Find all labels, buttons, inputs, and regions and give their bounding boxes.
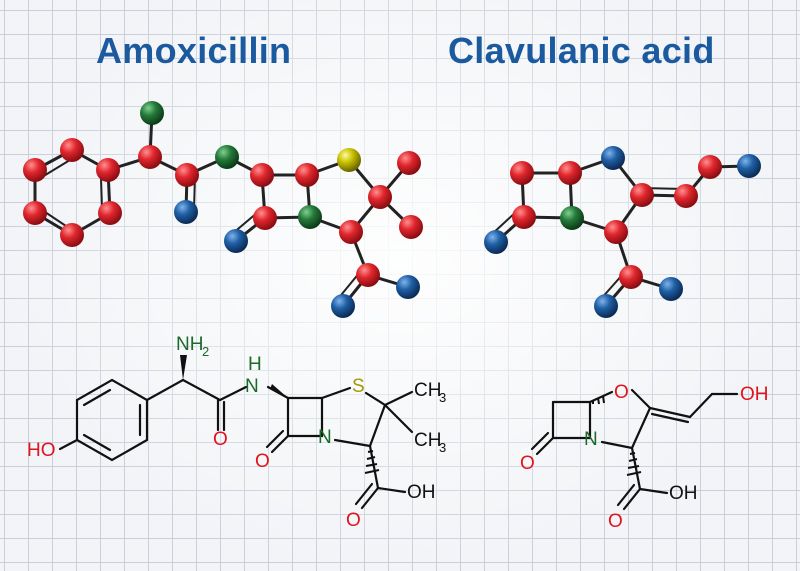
atom-nitrogen bbox=[560, 206, 584, 230]
amoxicillin-atoms bbox=[23, 101, 423, 318]
label-lactam-o: O bbox=[255, 451, 270, 472]
atom-carbon bbox=[23, 158, 47, 182]
label-amide-o: O bbox=[213, 429, 228, 450]
atom-carbon bbox=[674, 184, 698, 208]
atom-carbon bbox=[558, 161, 582, 185]
wedge-bond bbox=[180, 355, 187, 380]
atom-carbon bbox=[368, 185, 392, 209]
label-ring-o: O bbox=[614, 382, 629, 403]
label-nh2-subscript: 2 bbox=[202, 344, 209, 359]
atom-carbon bbox=[23, 201, 47, 225]
label-hydroxyl: OH bbox=[740, 384, 769, 405]
atom-oxygen bbox=[224, 229, 248, 253]
atom-carbon bbox=[356, 263, 380, 287]
label-acid-oh: OH bbox=[407, 482, 436, 503]
atom-carbon bbox=[295, 163, 319, 187]
label-ch3-top-subscript: 3 bbox=[439, 390, 446, 405]
label-amide-h: H bbox=[248, 354, 262, 375]
atom-carbon bbox=[604, 220, 628, 244]
label-ring-n: N bbox=[584, 429, 598, 450]
atom-carbon bbox=[399, 215, 423, 239]
atom-nitrogen bbox=[298, 205, 322, 229]
atom-oxygen bbox=[594, 294, 618, 318]
amoxicillin-title: Amoxicillin bbox=[96, 30, 292, 71]
atom-carbon bbox=[253, 206, 277, 230]
atom-nitrogen bbox=[140, 101, 164, 125]
clavulanic-stereo-bonds bbox=[592, 395, 642, 476]
atom-carbon bbox=[98, 201, 122, 225]
label-ch3-bottom-subscript: 3 bbox=[439, 440, 446, 455]
atom-carbon bbox=[175, 163, 199, 187]
atom-nitrogen bbox=[215, 145, 239, 169]
clavulanic-skeletal-formula bbox=[530, 388, 739, 511]
atom-carbon bbox=[630, 183, 654, 207]
label-ho: HO bbox=[27, 440, 56, 461]
clavulanic-atom-labels: O N O OH O OH bbox=[520, 382, 769, 532]
atom-carbon bbox=[138, 145, 162, 169]
label-lactam-o: O bbox=[520, 453, 535, 474]
amoxicillin-atom-labels: NH 2 H N HO O S N O CH 3 CH 3 O OH bbox=[27, 334, 446, 531]
amoxicillin-ball-stick-model bbox=[33, 111, 413, 308]
label-amide-n: N bbox=[245, 376, 259, 397]
atom-carbon bbox=[698, 155, 722, 179]
label-ch3-bottom: CH bbox=[414, 430, 441, 451]
label-acid-o: O bbox=[346, 510, 361, 531]
atom-carbon bbox=[339, 220, 363, 244]
atom-oxygen bbox=[484, 230, 508, 254]
label-acid-o: O bbox=[608, 511, 623, 532]
atom-carbon bbox=[60, 138, 84, 162]
atom-carbon bbox=[512, 205, 536, 229]
hash-bond bbox=[592, 395, 605, 405]
atom-sulfur bbox=[337, 148, 361, 172]
atom-carbon bbox=[250, 163, 274, 187]
label-ring-n: N bbox=[318, 427, 332, 448]
atom-carbon bbox=[397, 151, 421, 175]
atom-carbon bbox=[619, 265, 643, 289]
clavulanic-atoms bbox=[484, 146, 761, 318]
clavulanic-acid-title: Clavulanic acid bbox=[448, 30, 715, 71]
wedge-bond bbox=[270, 384, 288, 398]
atom-oxygen bbox=[659, 277, 683, 301]
atom-oxygen bbox=[601, 146, 625, 170]
label-nh2: NH bbox=[176, 334, 203, 355]
atom-carbon bbox=[60, 223, 84, 247]
atom-oxygen bbox=[331, 294, 355, 318]
amoxicillin-stereo-bonds bbox=[180, 355, 380, 474]
atom-oxygen bbox=[737, 154, 761, 178]
label-acid-oh: OH bbox=[669, 483, 698, 504]
hash-bond bbox=[364, 450, 380, 474]
atom-oxygen bbox=[174, 200, 198, 224]
amoxicillin-skeletal-formula bbox=[58, 378, 414, 510]
label-sulfur: S bbox=[352, 376, 365, 397]
atom-carbon bbox=[96, 158, 120, 182]
label-ch3-top: CH bbox=[414, 380, 441, 401]
atom-oxygen bbox=[396, 275, 420, 299]
atom-carbon bbox=[510, 161, 534, 185]
hash-bond bbox=[626, 452, 642, 476]
